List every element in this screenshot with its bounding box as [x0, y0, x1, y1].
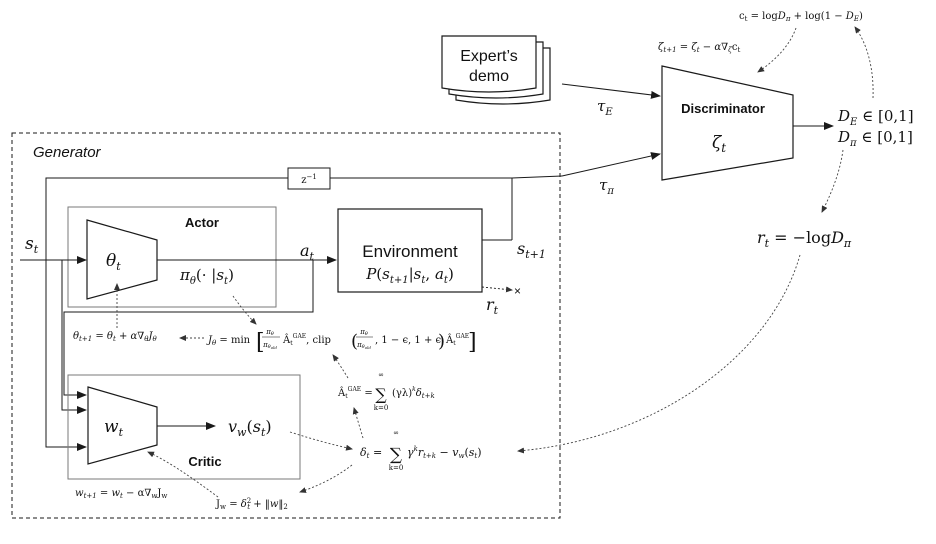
svg-text:ÂtGAE =: ÂtGAE = — [337, 386, 373, 400]
tau-pi-arrow — [561, 152, 661, 177]
svg-text:πθ: πθ — [359, 328, 368, 337]
delta-to-jw-dotted — [299, 464, 353, 493]
discriminator-title: Discriminator — [681, 101, 765, 116]
delta-equation: δt = ∞ ∑ k=0 γkrt+k − vw(st) — [360, 429, 482, 472]
actor-network — [86, 219, 158, 300]
svg-text:∞: ∞ — [393, 429, 399, 437]
env-reward-discard: × — [514, 284, 521, 298]
tau-e-arrow — [561, 83, 661, 99]
reward-equation: rt = −logDπ — [757, 228, 852, 250]
svg-text:]: ] — [468, 330, 477, 355]
d-pi-output: Dπ ∈ [0,1] — [837, 128, 913, 149]
critic-title: Critic — [188, 454, 221, 469]
svg-text:Jθ = min: Jθ = min — [206, 335, 251, 347]
generator-frame — [11, 132, 561, 519]
svg-text:∑: ∑ — [375, 385, 387, 404]
actor-title: Actor — [185, 215, 219, 230]
discriminator-block — [661, 65, 794, 181]
d-e-output: DE ∈ [0,1] — [837, 107, 914, 128]
svg-text:[: [ — [256, 330, 265, 355]
state-to-critic-branch — [61, 260, 87, 414]
j-theta-equation: Jθ = min [ πθ πθold ÂtGAE, clip ( πθ πθo… — [206, 328, 477, 355]
delta-to-gae-dotted — [352, 407, 364, 439]
environment-title: Environment — [362, 242, 458, 261]
env-reward-arrow — [481, 286, 513, 293]
w-update-equation: wt+1 = wt − α∇wJw — [75, 488, 167, 500]
generator-title: Generator — [33, 144, 102, 161]
cost-equation: ct = logDπ + log(1 − DE) — [739, 11, 863, 23]
expert-demo-label-line1: Expert’s — [460, 48, 518, 65]
svg-text:k=0: k=0 — [389, 464, 404, 472]
theta-update-equation: θt+1 = θt + α∇θJθ — [73, 331, 158, 343]
svg-text:πθ: πθ — [265, 328, 274, 337]
gae-to-jtheta-dotted — [332, 354, 349, 379]
next-state-label: st+1 — [517, 239, 546, 261]
env-reward-label: rt — [486, 295, 499, 317]
svg-text:∑: ∑ — [390, 445, 402, 465]
cost-to-zeta-dotted — [757, 27, 797, 73]
d-to-cost-dotted — [854, 26, 874, 99]
action-to-critic-path — [63, 260, 314, 399]
value-to-delta-dotted — [289, 431, 353, 451]
delay-block — [287, 167, 331, 190]
svg-text:ÂtGAE, clip: ÂtGAE, clip — [282, 333, 331, 347]
actor-box — [67, 206, 277, 308]
state-feedback-line-left — [45, 177, 288, 451]
policy-label: πθ(· |st) — [179, 266, 234, 287]
environment-box — [337, 208, 483, 293]
d-to-reward-dotted — [821, 149, 844, 213]
critic-network — [87, 386, 158, 465]
svg-text:(γλ)kδt+k: (γλ)kδt+k — [392, 386, 435, 400]
svg-text:ÂtGAE: ÂtGAE — [445, 333, 469, 347]
svg-text:πθold: πθold — [356, 341, 371, 350]
policy-to-jtheta-dotted — [232, 295, 257, 325]
jw-to-critic-dotted — [147, 451, 219, 498]
action-label: at — [300, 241, 315, 263]
svg-text:): ) — [438, 331, 445, 352]
zeta-update-equation: ζt+1 = ζt − α∇ζct — [658, 42, 740, 54]
svg-text:∞: ∞ — [378, 371, 384, 379]
expert-demo-stack — [441, 35, 551, 105]
svg-text:k=0: k=0 — [374, 404, 389, 412]
svg-text:πθold: πθold — [262, 341, 277, 350]
gae-equation: ÂtGAE = ∞ ∑ k=0 (γλ)kδt+k — [337, 371, 435, 412]
svg-text:(: ( — [351, 331, 358, 352]
critic-box — [67, 374, 301, 480]
svg-text:γkrt+k − vw(st): γkrt+k − vw(st) — [407, 445, 482, 460]
expert-demo-label-line2: demo — [469, 68, 509, 85]
tau-pi-label: τπ — [599, 176, 614, 197]
feedback-to-discriminator — [511, 175, 563, 179]
svg-text:, 1 − ϵ, 1 + ϵ: , 1 − ϵ, 1 + ϵ — [375, 335, 442, 346]
state-input-label: st — [25, 234, 39, 256]
svg-text:δt =: δt = — [360, 446, 382, 460]
tau-e-label: τE — [597, 97, 613, 118]
environment-transition: P(st+1|st, at) — [365, 265, 454, 286]
value-label: vw(st) — [228, 417, 272, 439]
